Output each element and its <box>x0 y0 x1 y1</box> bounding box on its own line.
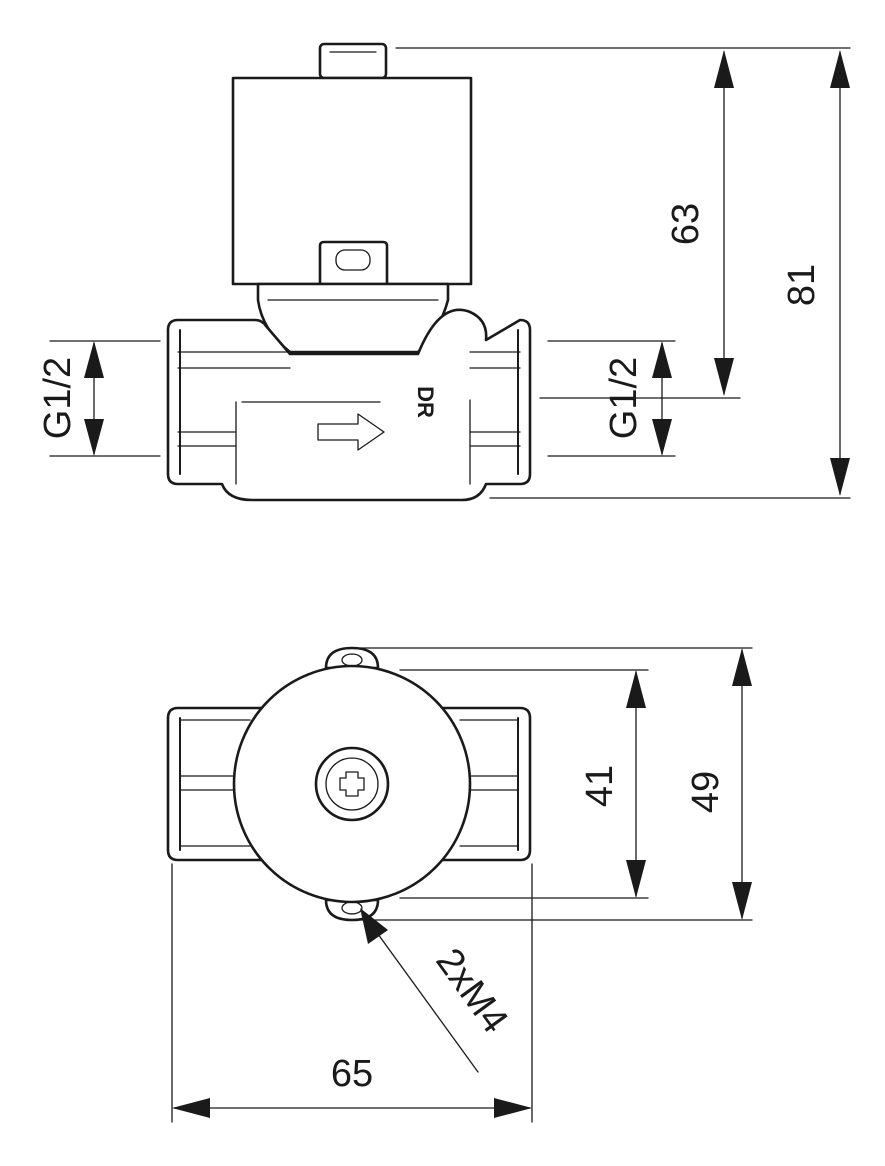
center-screw-outer <box>314 746 390 822</box>
armature-neck <box>256 282 450 354</box>
flow-direction-arrow <box>317 413 385 451</box>
dim-length: 65 <box>331 1053 373 1095</box>
dim-port-right: G1/2 <box>603 357 645 439</box>
coil-cap-nut <box>318 42 388 80</box>
top-view <box>166 646 532 922</box>
dim-mount-spacing: 41 <box>579 765 621 807</box>
body-marking: DR <box>413 386 438 418</box>
coil-connector-tab <box>318 240 389 286</box>
dim-mount-thread: 2xM4 <box>427 941 516 1041</box>
center-screw-inner <box>325 757 379 811</box>
side-view-dimensions: 63 81 G1/2 G1/2 <box>37 47 851 499</box>
dim-depth: 49 <box>685 771 727 813</box>
dim-height-total: 81 <box>781 264 823 306</box>
dim-port-left: G1/2 <box>37 357 79 439</box>
screw-cross-icon <box>339 771 365 797</box>
coil-top-circle <box>232 664 472 904</box>
dim-height-coil: 63 <box>665 203 707 245</box>
side-view: DR <box>166 42 532 502</box>
valve-body <box>166 308 532 502</box>
mount-lug-top <box>324 646 380 670</box>
